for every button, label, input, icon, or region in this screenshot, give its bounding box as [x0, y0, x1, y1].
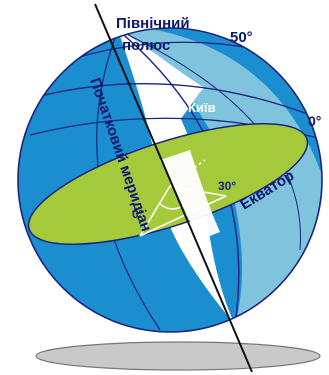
north-pole-label-line1: Північний: [116, 15, 190, 32]
globe-base: [36, 342, 320, 370]
angle-30-label: 30°: [218, 179, 236, 193]
kyiv-label: Київ: [188, 100, 216, 115]
angle-0-label: 0°: [132, 207, 144, 221]
north-pole-label-line2: полюс: [122, 37, 170, 54]
latitude-50-label: 50°: [230, 29, 253, 46]
latitude-0-label: 0°: [308, 113, 321, 129]
